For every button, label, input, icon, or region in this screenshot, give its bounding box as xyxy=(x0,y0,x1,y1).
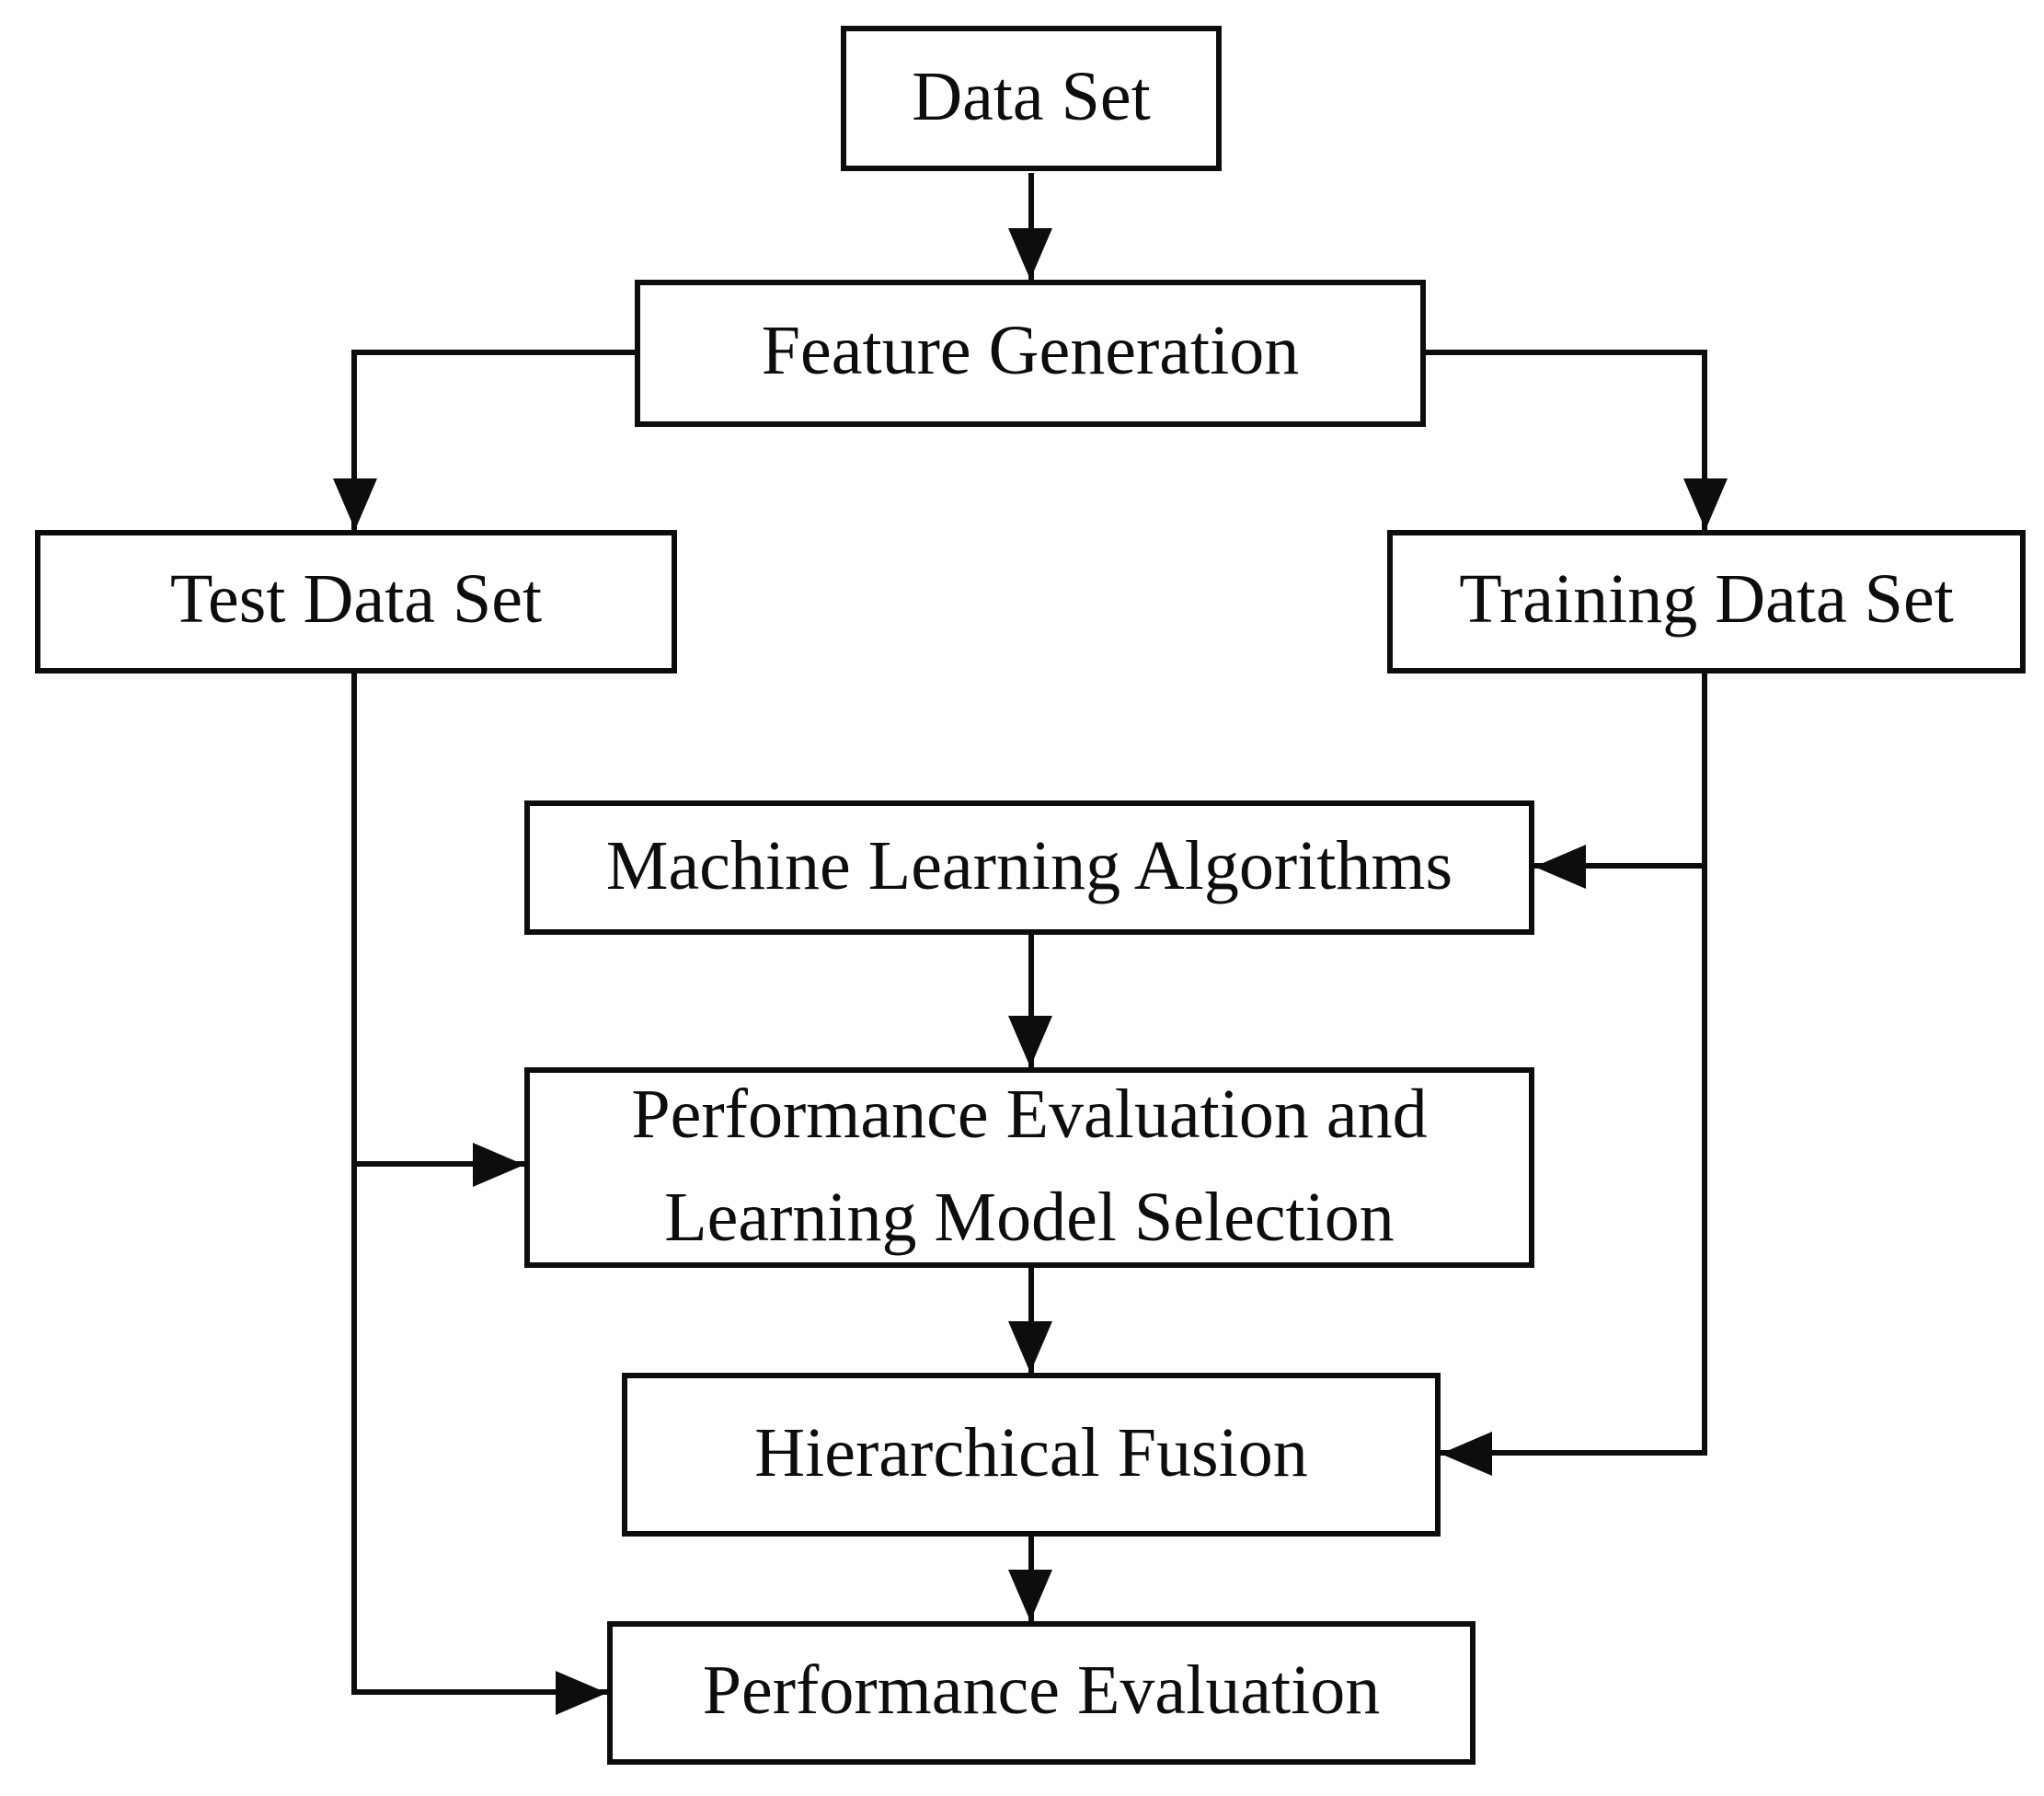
node-machine-learning-algorithms-label: Machine Learning Algorithms xyxy=(605,827,1453,905)
edge-feature-generation-to-test-arrowhead-icon xyxy=(333,478,377,530)
edge-pe-lms-to-hierarchical-fusion-line xyxy=(1028,1268,1034,1373)
edge-feature-generation-to-test-hline xyxy=(351,350,635,355)
node-feature-generation: Feature Generation xyxy=(635,280,1426,427)
edge-training-to-ml-algorithms-hline xyxy=(1534,863,1707,869)
edge-dataset-to-feature-generation-arrowhead-icon xyxy=(1008,228,1052,280)
node-performance-evaluation: Performance Evaluation xyxy=(607,1621,1476,1765)
edge-test-to-performance-evaluation-hline xyxy=(351,1689,607,1695)
edge-test-to-pe-lms-hline xyxy=(351,1161,524,1167)
node-training-data-set: Training Data Set xyxy=(1387,530,2026,674)
edge-ml-algorithms-to-pe-lms-arrowhead-icon xyxy=(1008,1016,1052,1067)
node-performance-evaluation-label: Performance Evaluation xyxy=(702,1652,1381,1731)
edge-feature-generation-to-training-vline xyxy=(1702,350,1707,530)
edge-dataset-to-feature-generation-line xyxy=(1028,173,1034,280)
node-data-set: Data Set xyxy=(841,26,1222,171)
edge-ml-algorithms-to-pe-lms-line xyxy=(1028,935,1034,1067)
edge-training-spine-vline xyxy=(1702,674,1707,1456)
node-test-data-set: Test Data Set xyxy=(35,530,677,674)
edge-test-to-performance-evaluation-arrowhead-icon xyxy=(556,1671,607,1715)
node-machine-learning-algorithms: Machine Learning Algorithms xyxy=(524,800,1534,935)
edge-feature-generation-to-training-hline xyxy=(1426,350,1707,355)
edge-training-to-hierarchical-fusion-arrowhead-icon xyxy=(1441,1432,1492,1476)
node-data-set-label: Data Set xyxy=(912,58,1151,136)
edge-training-to-ml-algorithms-arrowhead-icon xyxy=(1534,845,1586,889)
node-hierarchical-fusion: Hierarchical Fusion xyxy=(622,1373,1441,1537)
node-performance-evaluation-and-learning-model-selection-label: Performance Evaluation and Learning Mode… xyxy=(631,1076,1428,1256)
edge-training-to-hierarchical-fusion-hline xyxy=(1441,1450,1707,1456)
edge-feature-generation-to-test-vline xyxy=(351,350,357,530)
edge-pe-lms-to-hierarchical-fusion-arrowhead-icon xyxy=(1008,1321,1052,1373)
node-feature-generation-label: Feature Generation xyxy=(761,313,1300,391)
node-training-data-set-label: Training Data Set xyxy=(1459,561,1954,639)
edge-hierarchical-fusion-to-performance-evaluation-arrowhead-icon xyxy=(1008,1570,1052,1621)
node-performance-evaluation-and-learning-model-selection: Performance Evaluation and Learning Mode… xyxy=(524,1067,1534,1268)
node-test-data-set-label: Test Data Set xyxy=(169,561,543,639)
edge-test-to-pe-lms-arrowhead-icon xyxy=(473,1143,524,1187)
node-hierarchical-fusion-label: Hierarchical Fusion xyxy=(754,1414,1308,1492)
edge-test-spine-vline xyxy=(351,674,357,1693)
edge-feature-generation-to-training-arrowhead-icon xyxy=(1683,478,1728,530)
